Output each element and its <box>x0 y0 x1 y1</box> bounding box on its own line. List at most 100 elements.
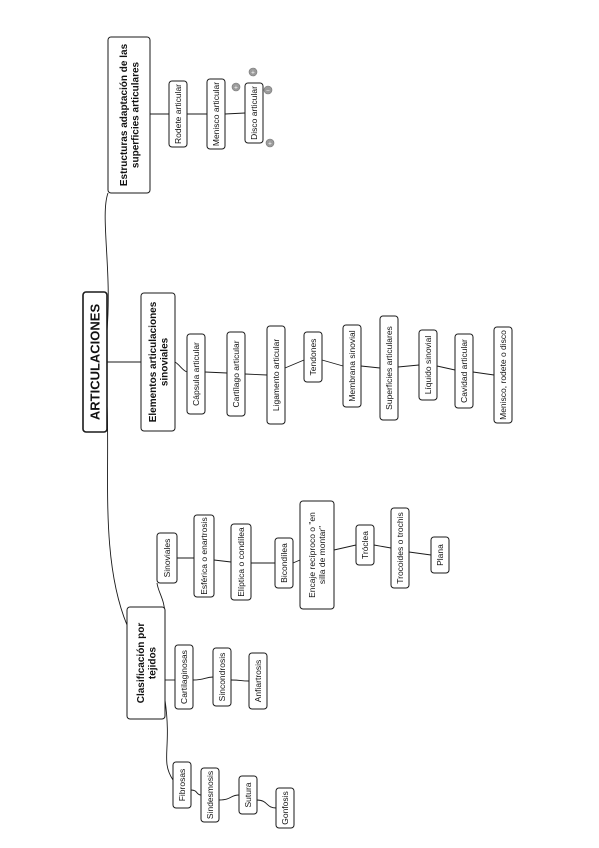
node-box <box>172 761 192 809</box>
node-handle-icon[interactable]: + <box>265 138 275 148</box>
node-clasificacion-cartilaginosas[interactable]: Cartilaginosas <box>174 644 194 710</box>
node-label: Elíptica o condílea <box>236 527 246 597</box>
handle-circle <box>231 82 241 92</box>
node-box <box>244 82 264 144</box>
node-box <box>156 532 178 584</box>
node-box <box>168 80 188 148</box>
handle-glyph: + <box>234 85 238 91</box>
node-elementos-items-4[interactable]: Membrana sinovial <box>342 324 362 408</box>
node-label: Sindesmosis <box>205 771 215 819</box>
node-estructuras-items-1[interactable]: Menisco articular <box>206 78 226 150</box>
connector-superficies-liquido <box>397 364 420 368</box>
connector-trocoides-plana <box>408 551 432 556</box>
node-label: tejidos <box>147 646 158 679</box>
node-clasificacion-sutura[interactable]: Sutura <box>238 775 258 815</box>
node-clasificacion-sincondrosis[interactable]: Sincondrosis <box>212 647 232 707</box>
node-label: Elementos articulaciones <box>148 301 159 422</box>
node-clasificacion-plana[interactable]: Plana <box>430 536 450 574</box>
connector-cartilago-ligamento <box>244 373 268 376</box>
node-elementos-items-5[interactable]: Superficies articulares <box>379 315 399 421</box>
node-clasificacion-gonfosis[interactable]: Gonfosis <box>275 787 295 829</box>
node-box <box>418 329 438 401</box>
node-estructuras-items-2[interactable]: Disco articular <box>244 82 264 144</box>
node-handle-icon[interactable]: − <box>263 85 273 95</box>
connector-sutura-gonfosis <box>256 799 277 809</box>
node-handle-icon[interactable]: + <box>248 67 258 77</box>
connector-esferica-eliptica <box>213 559 232 563</box>
node-box <box>430 536 450 574</box>
node-label: Cápsula articular <box>191 342 201 406</box>
node-label: Ligamento articular <box>271 339 281 411</box>
node-clasificacion-fibrosas[interactable]: Fibrosas <box>172 761 192 809</box>
node-label: Fibrosas <box>177 769 187 802</box>
node-box <box>266 325 286 425</box>
node-box <box>454 333 474 409</box>
node-estructuras-items-0[interactable]: Rodete articular <box>168 80 188 148</box>
handle-circle <box>265 138 275 148</box>
node-box <box>303 331 323 383</box>
connector-sincondrosis-anfiartrosis <box>230 679 250 682</box>
node-label: silla de montar" <box>317 526 327 584</box>
node-label: Encaje recíproco o "en <box>307 512 317 598</box>
node-elementos-items-1[interactable]: Cartílago articular <box>226 331 246 417</box>
node-label: Superficies articulares <box>384 326 394 410</box>
node-clasificacion-bicondilea[interactable]: Bicondílea <box>274 537 294 589</box>
connector-liquido-cavidad <box>436 365 456 371</box>
node-clasificacion-esferica[interactable]: Esférica o enartrosis <box>193 514 215 598</box>
node-label: Gonfosis <box>280 791 290 825</box>
node-elementos-items-3[interactable]: Tendones <box>303 331 323 383</box>
node-label: Tendones <box>308 339 318 376</box>
node-clasificacion-trocoides[interactable]: Trocoides o trochis <box>390 507 410 589</box>
node-label: Sinoviales <box>162 539 172 578</box>
node-box <box>82 291 108 433</box>
node-elementos-items-6[interactable]: Líquido sinovial <box>418 329 438 401</box>
node-elementos-items-7[interactable]: Cavidad articular <box>454 333 474 409</box>
connector-membrana-superficies <box>360 365 381 369</box>
central-node-articulaciones[interactable]: ARTICULACIONES <box>82 291 108 433</box>
node-clasificacion-anfiartrosis[interactable]: Anfiartrosis <box>248 652 268 710</box>
node-clasificacion-eliptica[interactable]: Elíptica o condílea <box>230 523 252 601</box>
node-label: Bicondílea <box>279 543 289 583</box>
handle-glyph: + <box>251 70 255 76</box>
node-box <box>126 606 166 720</box>
connector-fibrosas-sindesmosis <box>190 789 202 796</box>
connector-capsula-cartilago <box>204 371 228 374</box>
handle-glyph: − <box>266 88 270 94</box>
node-clasificacion-sindesmosis[interactable]: Sindesmosis <box>200 767 220 823</box>
node-label: Disco articular <box>249 86 259 140</box>
node-elementos-items-2[interactable]: Ligamento articular <box>266 325 286 425</box>
node-box <box>342 324 362 408</box>
node-clasificacion-sinoviales[interactable]: Sinoviales <box>156 532 178 584</box>
node-box <box>275 787 295 829</box>
node-box <box>206 78 226 150</box>
node-box <box>379 315 399 421</box>
node-box <box>107 36 151 194</box>
node-box <box>140 292 176 432</box>
node-label: Trocoides o trochis <box>395 512 405 584</box>
connector-cartilaginosas-sincondrosis <box>192 676 214 681</box>
handle-circle <box>248 67 258 77</box>
node-elementos-items-0[interactable]: Cápsula articular <box>186 333 206 415</box>
node-label: Cartilaginosas <box>179 650 189 704</box>
node-label: Cartílago articular <box>231 340 241 407</box>
node-elementos-items-8[interactable]: Menisco, rodete o disco <box>493 326 513 424</box>
node-box <box>274 537 294 589</box>
node-label: Clasificación por <box>136 623 147 704</box>
connector-cavidad-menisco <box>472 371 495 376</box>
connector-bicondilea-encaje <box>292 559 301 564</box>
node-box <box>299 500 335 610</box>
node-clasificacion-troclea[interactable]: Tróclea <box>355 524 375 566</box>
node-label: Membrana sinovial <box>347 330 357 401</box>
node-box <box>212 647 232 707</box>
node-handle-icon[interactable]: + <box>231 82 241 92</box>
connector-menisco-disco <box>224 112 246 115</box>
node-box <box>226 331 246 417</box>
node-label: ARTICULACIONES <box>88 304 103 421</box>
node-box <box>238 775 258 815</box>
connector-encaje-troclea <box>333 544 357 551</box>
node-label: Esférica o enartrosis <box>199 517 209 594</box>
